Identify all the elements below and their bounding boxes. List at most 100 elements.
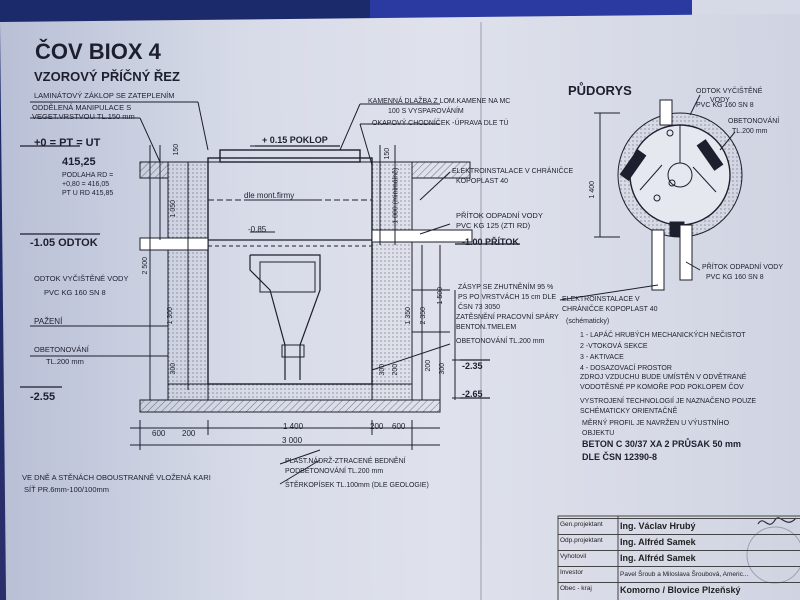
dim-left-1050: 1 050: [170, 199, 178, 218]
level-altitude: 415,25: [62, 156, 96, 168]
note-encasement-1: OBETONOVÁNÍ: [34, 345, 89, 354]
plan-outflow-3: PVC KG 160 SN 8: [696, 102, 754, 109]
note-sealing-1: ZATĚSNĚNÍ PRACOVNÍ SPÁRY: [456, 314, 559, 321]
level-zero: +0 = PT = UT: [34, 137, 101, 149]
note-gutter: OKAPOVÝ CHODNÍČEK -ÚPRAVA DLE TÚ: [372, 120, 509, 127]
note-air-2: VODOTĚSNÉ PP KOMOŘE POD POKLOPEM ČOV: [580, 384, 744, 391]
outflow-pipe: [139, 237, 209, 251]
note-mesh-1: VE DNĚ A STĚNÁCH OBOUSTRANNĚ VLOŽENÁ KAR…: [22, 473, 211, 482]
drawing-subtitle: VZOROVÝ PŘÍČNÝ ŘEZ: [34, 69, 180, 84]
note-separate-2: VEGET.VRSTVOU TL.150 mm: [32, 112, 135, 121]
dim-left-150: 150: [173, 143, 181, 156]
inlet-chamber: [259, 261, 316, 293]
dim-bottom-600-right: 600: [392, 422, 406, 431]
note-separate-1: ODDĚLENÁ MANIPULACE S: [32, 103, 132, 112]
note-tech-2: SCHÉMATICKY ORIENTAČNĚ: [580, 408, 678, 415]
dim-bottom-200-right: 200: [370, 422, 384, 431]
drawing-title: ČOV BIOX 4: [35, 39, 161, 64]
level-235: -2.35: [462, 361, 483, 371]
signature: [757, 517, 797, 525]
dim-mid-200: 200: [392, 363, 400, 376]
dim-right-200: 200: [425, 359, 433, 372]
stamp-label-obec: Obec - kraj: [560, 585, 592, 592]
dim-bottom-1400: 1 400: [283, 422, 304, 431]
plan-outflow-1: ODTOK VYČIŠTĚNÉ: [696, 88, 763, 95]
note-shoring: PAŽENÍ: [34, 317, 63, 326]
stamp-value-obec: Komorno / Blovice Plzeňský: [620, 585, 741, 595]
note-gravel: ŠTĚRKOPÍSEK TL.100mm (DLE GEOLOGIE): [285, 482, 429, 489]
plan-title: PŮDORYS: [568, 83, 632, 98]
legend-item-3: 3 - AKTIVACE: [580, 354, 624, 361]
stamp-label-vyh: Vyhotovil: [560, 553, 587, 560]
note-inflow-2: PVC KG 125 (ZTI RD): [456, 221, 531, 230]
dim-left-300: 300: [170, 362, 178, 375]
level-inflow: -1.00 PŘÍTOK: [462, 237, 519, 247]
note-paving-2: 100 S VYSPAROVÁNÍM: [388, 108, 464, 115]
title-block-frame: [557, 515, 800, 600]
plan-outflow-2: VODY: [710, 97, 730, 104]
note-backfill-1: ZÁSYP SE ZHUTNĚNÍM 95 %: [458, 284, 554, 291]
plan-dim-1400: 1 400: [589, 180, 597, 199]
tank-body: [207, 157, 373, 385]
title-block: Gen.projektant Ing. Václav Hrubý Odp.proj…: [558, 516, 800, 600]
note-sealing-2: BENTON.TMELEM: [456, 324, 517, 331]
note-backfill-3: ČSN 73 3050: [458, 304, 501, 311]
outlet-pipe: [281, 344, 305, 358]
stamp-label-odp: Odp.projektant: [560, 537, 603, 544]
gravel-bed: [139, 399, 441, 413]
floor-level-2: +0,80 = 416,05: [62, 181, 110, 188]
concrete-spec-2: DLE ČSN 12390-8: [582, 452, 658, 462]
stamp-value-vyh: Ing. Alfréd Samek: [620, 553, 696, 563]
plan-encasement-1: OBETONOVÁNÍ: [728, 118, 780, 125]
stamp-label-gen: Gen.projektant: [560, 521, 603, 528]
dim-bottom-600-left: 600: [152, 429, 166, 438]
floor-level-3: PT U RD 415,85: [62, 190, 114, 197]
stamp-value-odp: Ing. Alfréd Samek: [620, 537, 696, 547]
level-cover: + 0.15 POKLOP: [262, 135, 328, 145]
plan-inflow-2: PVC KG 160 SN 8: [706, 274, 764, 281]
dim-right-300: 300: [439, 362, 447, 375]
note-electro-2: KOPOPLAST 40: [456, 178, 509, 185]
inflow-pipe: [371, 229, 473, 243]
concrete-spec-1: BETON C 30/37 XA 2 PRŮSAK 50 mm: [582, 439, 742, 449]
plan-electro-1: ELEKTROINSTALACE V: [562, 296, 640, 303]
dim-left-1300: 1 300: [167, 306, 175, 325]
note-encasement-right: OBETONOVÁNÍ TL.200 mm: [456, 338, 545, 345]
outflow-note-1: ODTOK VYČIŠTĚNÉ VODY: [34, 274, 129, 283]
level-265: -2.65: [462, 389, 483, 399]
level-outflow: -1.05 ODTOK: [30, 237, 98, 249]
note-mesh-2: SÍŤ PR.6mm-100/100mm: [24, 485, 110, 494]
note-inflow-1: PŘÍTOK ODPADNÍ VODY: [456, 211, 543, 220]
dim-right-1000: 1 000 (minimálně): [392, 167, 400, 224]
note-electro-1: ELEKTROINSTALACE V CHRÁNIČCE: [452, 168, 574, 175]
dim-right-1500: 1 500: [437, 286, 445, 305]
dim-mid-300: 300: [379, 363, 387, 376]
outflow-note-2: PVC KG 160 SN 8: [44, 288, 106, 297]
plan-inflow-1: PŘÍTOK ODPADNÍ VODY: [702, 264, 784, 271]
stamp-value-gen: Ing. Václav Hrubý: [620, 521, 696, 531]
dim-right-2350: 2 350: [420, 306, 428, 325]
legend-item-2: 2 -VTOKOVÁ SEKCE: [580, 343, 648, 350]
bottom-slab: [167, 383, 413, 401]
dim-right-1350: 1 350: [405, 306, 413, 325]
level-bottom: -2.55: [30, 391, 56, 403]
note-tech-1: VYSTROJENÍ TECHNOLOGIÍ JE NAZNAČENO POUZ…: [580, 398, 757, 405]
level-085: -0.85: [248, 225, 267, 234]
dim-total-width: 3 000: [282, 436, 303, 445]
plan-electro-3: (schématicky): [566, 318, 610, 325]
dim-right-150: 150: [384, 147, 392, 160]
plan-view: [559, 94, 743, 301]
note-profile-2: OBJEKTU: [582, 430, 615, 437]
floor-level-1: PODLAHA RD =: [62, 172, 114, 179]
legend-item-1: 1 - LAPÁČ HRUBÝCH MECHANICKÝCH NEČISTOT: [580, 332, 746, 339]
note-tank-1: PLAST.NÁDRŽ-ZTRACENÉ BEDNĚNÍ: [285, 458, 406, 465]
plan-encasement-2: TL.200 mm: [732, 128, 768, 135]
sheet-fold-line: [480, 22, 482, 600]
note-laminate: LAMINÁTOVÝ ZÁKLOP SE ZATEPLENÍM: [34, 91, 175, 100]
plan-electro-2: CHRÁNIČCE KOPOPLAST 40: [562, 306, 658, 313]
dim-left-2500: 2 500: [142, 256, 150, 275]
stamp-value-investor: Pavel Šroub a Miloslava Šroubová, Americ…: [620, 571, 749, 578]
stamp-label-investor: Investor: [560, 569, 584, 576]
